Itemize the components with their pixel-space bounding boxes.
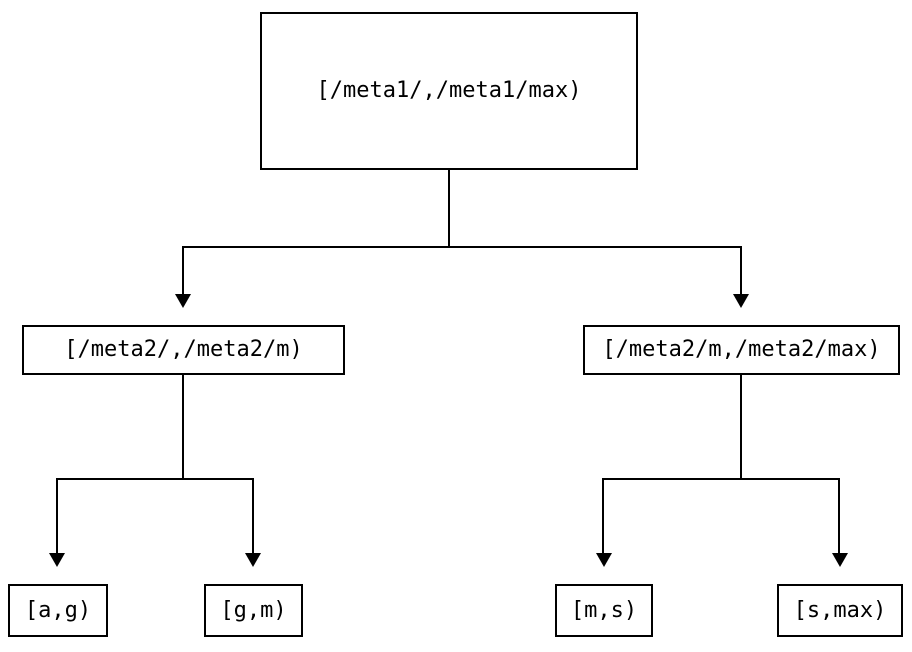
node-leaf-ms: [m,s)	[555, 584, 653, 637]
edge-to-leaf-ag-stub	[56, 478, 58, 553]
edge-meta2-low-stem	[182, 375, 184, 480]
arrowhead-down-icon	[49, 553, 65, 567]
edge-to-leaf-gm-stub	[252, 478, 254, 553]
edge-to-leaf-ms-stub	[602, 478, 604, 553]
edge-meta2-low-branch-bar	[56, 478, 254, 480]
edge-root-to-meta2-high-stub	[740, 246, 742, 294]
node-leaf-gm: [g,m)	[204, 584, 303, 637]
edge-root-stem	[448, 170, 450, 248]
node-leaf-smax: [s,max)	[777, 584, 903, 637]
node-meta2-low: [/meta2/,/meta2/m)	[22, 325, 345, 375]
arrowhead-down-icon	[175, 294, 191, 308]
arrowhead-down-icon	[733, 294, 749, 308]
node-root: [/meta1/,/meta1/max)	[260, 12, 638, 170]
edge-meta2-high-branch-bar	[602, 478, 840, 480]
arrowhead-down-icon	[596, 553, 612, 567]
edge-to-leaf-smax-stub	[838, 478, 840, 553]
edge-root-branch-bar	[182, 246, 742, 248]
edge-meta2-high-stem	[740, 375, 742, 480]
node-meta2-high: [/meta2/m,/meta2/max)	[583, 325, 900, 375]
node-leaf-ag: [a,g)	[8, 584, 108, 637]
arrowhead-down-icon	[245, 553, 261, 567]
edge-root-to-meta2-low-stub	[182, 246, 184, 294]
arrowhead-down-icon	[832, 553, 848, 567]
